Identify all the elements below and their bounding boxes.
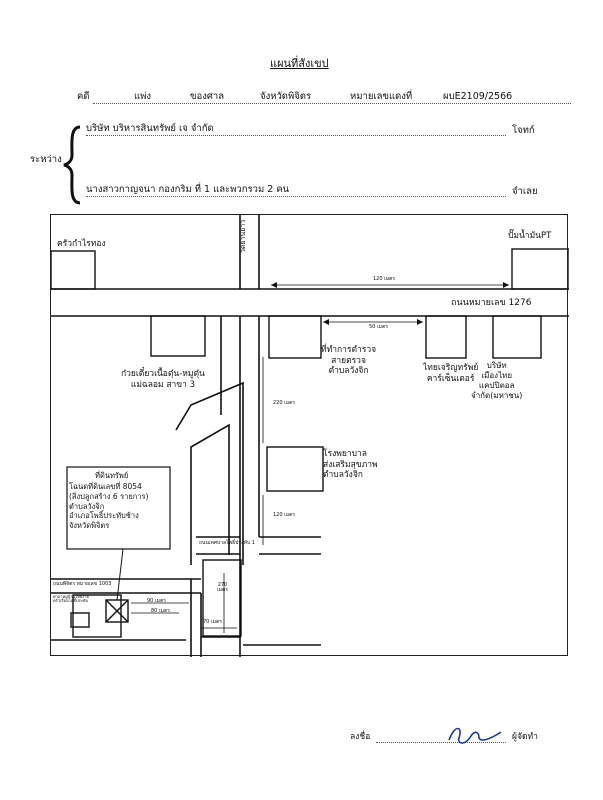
label-gas-station: ปั๊มน้ำมันPT	[508, 231, 552, 241]
label-hospital: โรงพยาบาล ส่งเสริมสุขภาพ ตำบลวังจิก	[323, 449, 378, 481]
brace-shape	[63, 125, 81, 205]
label-pho-road: ถนนเทศบาลโพธิ์ประทับ 1	[199, 540, 255, 546]
map-drawing	[51, 215, 569, 657]
label-school: ศาลาหมู่บ้านไทยง่าย ครัวเรือนโพธิ์ประทับ	[53, 594, 89, 603]
label-kruakamthong: ครัวกำไรทอง	[57, 239, 106, 249]
plaintiff-name: บริษัท บริหารสินทรัพย์ เจ จำกัด	[86, 123, 214, 134]
distance-50: 50 เมตร	[369, 324, 388, 330]
case-type: แพ่ง	[134, 91, 152, 102]
distance-90: 90 เมตร	[147, 598, 166, 604]
court-label: ของศาล	[190, 91, 225, 102]
distance-270: 270 เมตร	[217, 582, 228, 593]
distance-120-bottom: 120 เมตร	[273, 512, 296, 518]
label-road-1276: ถนนหมายเลข 1276	[451, 298, 532, 308]
label-noodle-shop: ก๋วยเตี๋ยวเนื้อตุ๋น-หมูตุ๋น แม่ฉลอม สาขา…	[121, 369, 205, 390]
case-label: คดี	[77, 91, 90, 102]
label-thai-charoen: ไทยเจริญทรัพย์ คาร์เซ็นเตอร์	[423, 363, 479, 384]
red-number: ผบE2109/2566	[443, 91, 513, 102]
label-property-title: ที่ดินทรัพย์	[95, 471, 129, 480]
distance-120-top: 120 เมตร	[373, 276, 396, 282]
signature-scribble	[448, 727, 502, 744]
signature-role: ผู้จัดทำ	[512, 732, 538, 742]
between-label: ระหว่าง	[30, 154, 62, 165]
label-small-road: ถนนพิจิตร หมายเลข 1003	[53, 581, 112, 587]
defendant-name: นางสาวกาญจนา กองกริม ที่ 1 และพวกรวม 2 ค…	[86, 184, 290, 195]
plaintiff-role: โจทก์	[512, 125, 535, 136]
distance-70: 70 เมตร	[203, 619, 222, 625]
label-police-station: ที่ทำการตำรวจ สายตรวจ ตำบลวังจิก	[321, 345, 377, 377]
label-mueang-thai: บริษัท เมืองไทย แคปปิตอล จำกัด(มหาชน)	[471, 361, 523, 400]
label-property-desc: โฉนดที่ดินเลขที่ 8054 (สิ่งปลูกสร้าง 6 ร…	[69, 482, 149, 530]
court-name: จังหวัดพิจิตร	[260, 91, 312, 102]
red-number-label: หมายเลขแดงที่	[350, 91, 413, 102]
distance-80: 80 เมตร	[151, 608, 170, 614]
map-frame: ครัวกำไรทอง ปั๊มน้ำมันPT วัดย่านยาว ถนนห…	[50, 214, 569, 657]
defendant-role: จำเลย	[512, 186, 538, 197]
page-title: แผนที่สังเขป	[270, 57, 329, 70]
distance-220: 220 เมตร	[273, 400, 296, 406]
label-temple-road: วัดย่านยาว	[239, 219, 247, 253]
sign-label: ลงชื่อ	[350, 732, 371, 742]
